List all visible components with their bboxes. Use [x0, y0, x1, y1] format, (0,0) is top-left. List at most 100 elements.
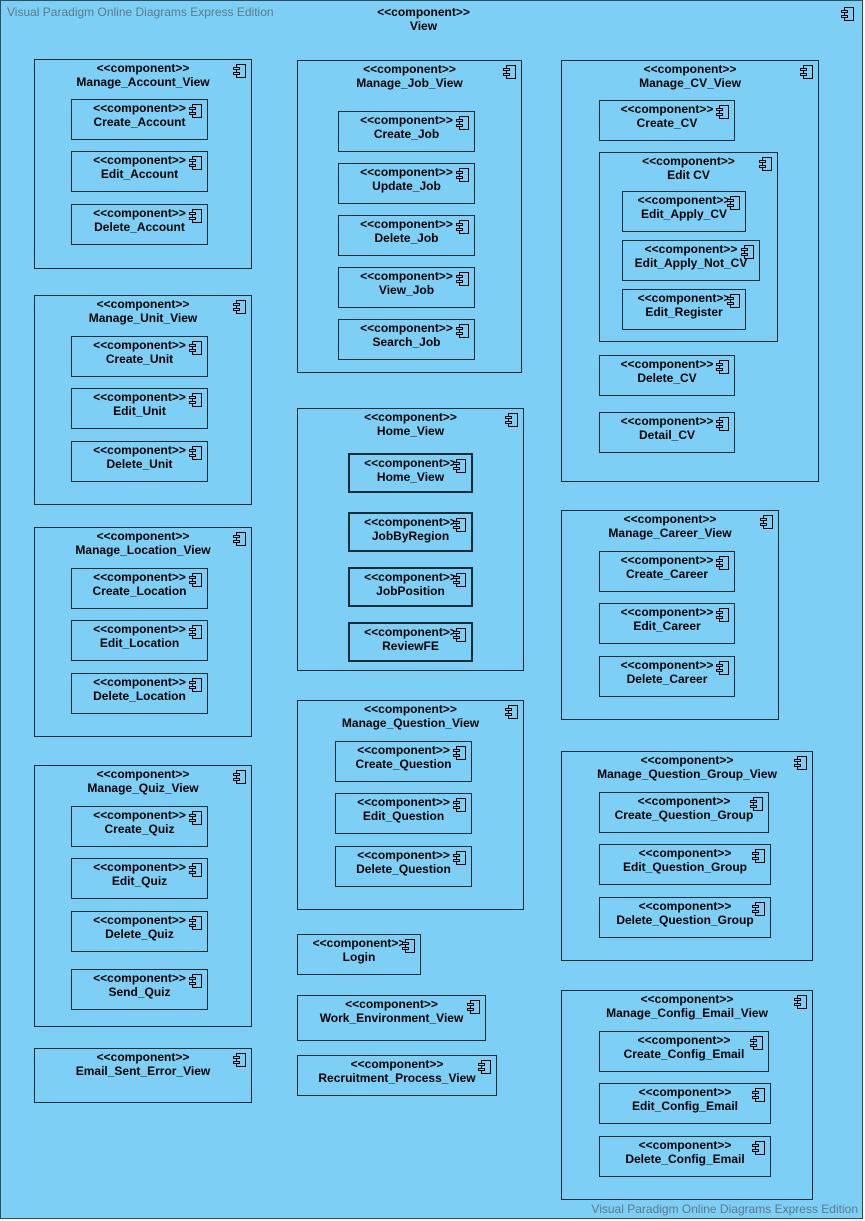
component-name: Manage_Config_Email_View [606, 1006, 768, 1020]
stereotype-label: <<component>> [93, 622, 186, 636]
component-icon [233, 770, 246, 784]
component-name: JobByRegion [371, 529, 450, 543]
component-create-job[interactable]: <<component>>Create_Job [338, 111, 475, 152]
component-edit-apply-cv[interactable]: <<component>>Edit_Apply_CV [622, 191, 746, 232]
component-name: Delete_Account [94, 220, 185, 234]
component-icon [716, 556, 729, 570]
component-icon [760, 515, 773, 529]
stereotype-label: <<component>> [93, 101, 186, 115]
component-icon [189, 104, 202, 118]
component-icon [716, 105, 729, 119]
component-name: Manage_Unit_View [88, 311, 198, 325]
stereotype-label: <<component>> [93, 971, 186, 985]
component-edit-config-email[interactable]: <<component>>Edit_Config_Email [599, 1083, 771, 1124]
stereotype-label: <<component>> [312, 936, 406, 950]
stereotype-label: <<component>> [620, 357, 714, 371]
component-detail-cv[interactable]: <<component>>Detail_CV [599, 412, 735, 453]
component-icon [794, 756, 807, 770]
component-name: Create_Quiz [104, 822, 175, 836]
component-jobposition[interactable]: <<component>>JobPosition [348, 567, 473, 607]
component-icon [189, 678, 202, 692]
component-create-cv[interactable]: <<component>>Create_CV [599, 100, 735, 141]
component-create-question-group[interactable]: <<component>>Create_Question_Group [599, 792, 769, 833]
component-icon [453, 573, 466, 587]
component-edit-question[interactable]: <<component>>Edit_Question [335, 793, 472, 834]
component-email-sent-error-view[interactable]: <<component>>Email_Sent_Error_View [34, 1048, 252, 1103]
component-delete-question[interactable]: <<component>>Delete_Question [335, 846, 472, 887]
component-edit-register[interactable]: <<component>>Edit_Register [622, 289, 746, 330]
component-icon [189, 625, 202, 639]
component-edit-career[interactable]: <<component>>Edit_Career [599, 603, 735, 644]
component-view-job[interactable]: <<component>>View_Job [338, 267, 475, 308]
component-send-quiz[interactable]: <<component>>Send_Quiz [71, 969, 208, 1010]
stereotype-label: <<component>> [620, 658, 714, 672]
component-login[interactable]: <<component>>Login [297, 934, 421, 975]
component-name: Manage_Question_Group_View [597, 767, 777, 781]
stereotype-label: <<component>> [96, 297, 190, 311]
component-edit-unit[interactable]: <<component>>Edit_Unit [71, 388, 208, 429]
stereotype-label: <<component>> [620, 102, 714, 116]
component-icon [453, 518, 466, 532]
component-delete-career[interactable]: <<component>>Delete_Career [599, 656, 735, 697]
component-icon [752, 1088, 765, 1102]
component-create-config-email[interactable]: <<component>>Create_Config_Email [599, 1031, 769, 1072]
component-name: Create_Location [92, 584, 187, 598]
component-icon [752, 1141, 765, 1155]
component-name: View_Job [378, 283, 435, 297]
component-edit-location[interactable]: <<component>>Edit_Location [71, 620, 208, 661]
component-delete-job[interactable]: <<component>>Delete_Job [338, 215, 475, 256]
component-edit-question-group[interactable]: <<component>>Edit_Question_Group [599, 844, 771, 885]
stereotype-label: <<component>> [93, 913, 186, 927]
component-delete-location[interactable]: <<component>>Delete_Location [71, 673, 208, 714]
component-home-view[interactable]: <<component>>Home_View [348, 453, 473, 493]
component-reviewfe[interactable]: <<component>>ReviewFE [348, 622, 473, 662]
component-name: Edit_Location [99, 636, 180, 650]
component-search-job[interactable]: <<component>>Search_Job [338, 319, 475, 360]
component-icon [233, 64, 246, 78]
component-name: Edit_Question_Group [622, 860, 747, 874]
component-name: Manage_Job_View [356, 76, 463, 90]
component-icon [189, 974, 202, 988]
component-icon [189, 446, 202, 460]
component-edit-quiz[interactable]: <<component>>Edit_Quiz [71, 858, 208, 899]
component-create-location[interactable]: <<component>>Create_Location [71, 568, 208, 609]
component-delete-config-email[interactable]: <<component>>Delete_Config_Email [599, 1136, 771, 1177]
component-jobbyregion[interactable]: <<component>>JobByRegion [348, 512, 473, 552]
component-name: Home_View [376, 470, 445, 484]
component-edit-apply-not-cv[interactable]: <<component>>Edit_Apply_Not_CV [622, 240, 760, 281]
component-icon [716, 608, 729, 622]
component-name: Search_Job [372, 335, 441, 349]
stereotype-label: <<component>> [360, 321, 453, 335]
component-work-environment-view[interactable]: <<component>>Work_Environment_View [297, 995, 486, 1041]
stereotype-label: <<component>> [360, 217, 453, 231]
stereotype-label: <<component>> [93, 390, 186, 404]
component-icon [727, 196, 740, 210]
component-create-unit[interactable]: <<component>>Create_Unit [71, 336, 208, 377]
component-icon [750, 797, 763, 811]
component-recruitment-process-view[interactable]: <<component>>Recruitment_Process_View [297, 1055, 497, 1096]
component-name: Manage_Location_View [75, 543, 211, 557]
component-name: Create_Job [373, 127, 440, 141]
stereotype-label: <<component>> [640, 753, 734, 767]
component-delete-account[interactable]: <<component>>Delete_Account [71, 204, 208, 245]
component-delete-quiz[interactable]: <<component>>Delete_Quiz [71, 911, 208, 952]
component-icon [453, 628, 466, 642]
component-icon [189, 811, 202, 825]
component-create-quiz[interactable]: <<component>>Create_Quiz [71, 806, 208, 847]
component-create-career[interactable]: <<component>>Create_Career [599, 551, 735, 592]
component-name: Edit CV [667, 168, 710, 182]
component-icon [453, 798, 466, 812]
stereotype-label: <<component>> [357, 795, 450, 809]
component-delete-cv[interactable]: <<component>>Delete_CV [599, 355, 735, 396]
component-create-account[interactable]: <<component>>Create_Account [71, 99, 208, 140]
component-name: Update_Job [372, 179, 441, 193]
component-icon [189, 209, 202, 223]
stereotype-label: <<component>> [643, 62, 737, 76]
component-update-job[interactable]: <<component>>Update_Job [338, 163, 475, 204]
component-delete-question-group[interactable]: <<component>>Delete_Question_Group [599, 897, 771, 938]
component-delete-unit[interactable]: <<component>>Delete_Unit [71, 441, 208, 482]
stereotype-label: <<component>> [93, 206, 186, 220]
component-create-question[interactable]: <<component>>Create_Question [335, 741, 472, 782]
component-edit-account[interactable]: <<component>>Edit_Account [71, 151, 208, 192]
stereotype-label: <<component>> [644, 242, 738, 256]
